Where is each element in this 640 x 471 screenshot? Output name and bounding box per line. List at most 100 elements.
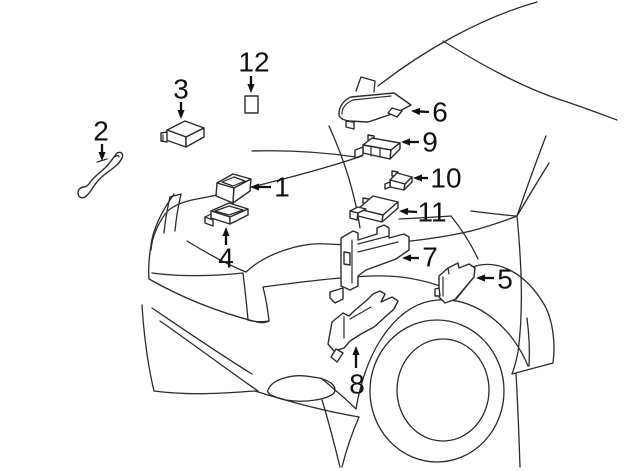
headlight-line — [262, 275, 444, 288]
callout-number-11: 11 — [417, 197, 446, 228]
part-shape-12 — [244, 95, 259, 114]
part-shape-1 — [215, 173, 252, 204]
bumper-left-edge — [141, 304, 155, 392]
callout-number-7: 7 — [422, 242, 438, 273]
part4-rim — [214, 205, 244, 216]
bumper-bottom — [153, 390, 360, 418]
hood-crease-a — [245, 230, 472, 273]
callout-10: 10 — [413, 163, 462, 194]
part-shape-10 — [384, 170, 413, 191]
callout-arrow-head — [411, 107, 421, 116]
crease-link — [398, 215, 452, 220]
callout-arrow-head — [401, 138, 410, 146]
part4-side — [229, 208, 249, 225]
vehicle-outline — [141, 1, 618, 468]
part-shape-11 — [349, 195, 399, 223]
part11-leftbox-front — [349, 210, 359, 221]
hood-gap-right — [174, 193, 182, 232]
part3-side — [185, 127, 205, 148]
callout-arrow-head — [222, 227, 230, 236]
callout-8: 8 — [349, 346, 365, 400]
callout-number-6: 6 — [432, 97, 448, 128]
callout-12: 12 — [238, 47, 270, 93]
callout-5: 5 — [476, 264, 513, 295]
callout-6: 6 — [411, 97, 448, 128]
callout-number-1: 1 — [274, 172, 290, 203]
part-shape-4 — [204, 202, 249, 227]
rocker-front-edge — [515, 373, 521, 468]
crease-to-arch — [450, 215, 479, 260]
hood-gap-top — [169, 193, 182, 198]
bumper-crease-1 — [151, 307, 253, 375]
part9-side — [389, 142, 401, 160]
grille-gap-1 — [242, 272, 249, 321]
callout-1: 1 — [250, 172, 290, 203]
rocker-line — [511, 362, 554, 375]
roofline — [377, 1, 538, 87]
part-shape-6 — [338, 92, 412, 130]
hood-front-edge — [186, 240, 247, 273]
callout-number-3: 3 — [173, 74, 189, 105]
part3-connector — [160, 131, 168, 143]
part6-cover — [338, 92, 412, 123]
callout-arrow-head — [352, 346, 360, 355]
cowl-line-upper — [470, 210, 518, 217]
grille-top — [151, 272, 244, 277]
part6-rim — [341, 95, 392, 115]
callout-3: 3 — [173, 74, 189, 119]
wheel-arch — [355, 299, 529, 410]
callout-number-10: 10 — [430, 163, 461, 194]
grille-gap-2 — [262, 286, 270, 322]
a-pillar-line-1 — [516, 135, 547, 217]
callout-arrow-head — [413, 174, 422, 182]
part5-tab — [434, 287, 441, 297]
part-shape-9 — [354, 134, 401, 160]
fender-corner — [147, 193, 175, 280]
wheel-inner — [396, 338, 490, 442]
callout-arrow-head — [250, 183, 259, 191]
part6-tab — [387, 107, 403, 118]
part10-notch — [384, 181, 391, 190]
cowl-arc — [328, 125, 361, 229]
part6-foot — [345, 120, 355, 130]
callout-9: 9 — [401, 127, 438, 158]
callout-arrow-head — [98, 152, 106, 161]
hood-crease-upper — [251, 150, 357, 158]
callout-number-5: 5 — [497, 264, 513, 295]
hood-gap-left — [163, 196, 171, 234]
callout-arrow-head — [476, 274, 485, 282]
callout-arrow-head — [399, 207, 409, 216]
fender-flare — [469, 263, 555, 364]
part11-side — [381, 201, 399, 223]
part-shape-2 — [77, 151, 124, 199]
callout-number-12: 12 — [238, 47, 269, 78]
a-pillar-line-2 — [516, 162, 550, 217]
fender-seam — [511, 215, 523, 375]
part4-spout — [204, 216, 214, 227]
part1-side — [232, 178, 252, 204]
part2-bracket — [77, 151, 124, 199]
part-shape-3 — [160, 120, 205, 148]
bumper-crease-2 — [159, 320, 259, 392]
callout-2: 2 — [93, 116, 109, 161]
part10-side — [403, 176, 413, 191]
callout-number-4: 4 — [218, 243, 234, 274]
part5-panel — [438, 262, 476, 304]
callout-arrow-head — [402, 254, 411, 262]
part-shape-7 — [329, 224, 410, 304]
callout-4: 4 — [218, 227, 234, 274]
bumper-right-edge — [341, 416, 360, 468]
part-shape-5 — [434, 262, 476, 304]
part-shape-8 — [327, 290, 399, 363]
part8-foot — [330, 348, 344, 363]
bumper-rear-edge — [321, 399, 341, 468]
part12-body — [244, 95, 259, 114]
part7-bracket — [340, 224, 410, 291]
part7-slot — [343, 251, 351, 266]
fog-lamp-opening — [267, 375, 336, 402]
part8-bracket — [327, 290, 399, 352]
bumper-to-arch — [320, 377, 357, 410]
